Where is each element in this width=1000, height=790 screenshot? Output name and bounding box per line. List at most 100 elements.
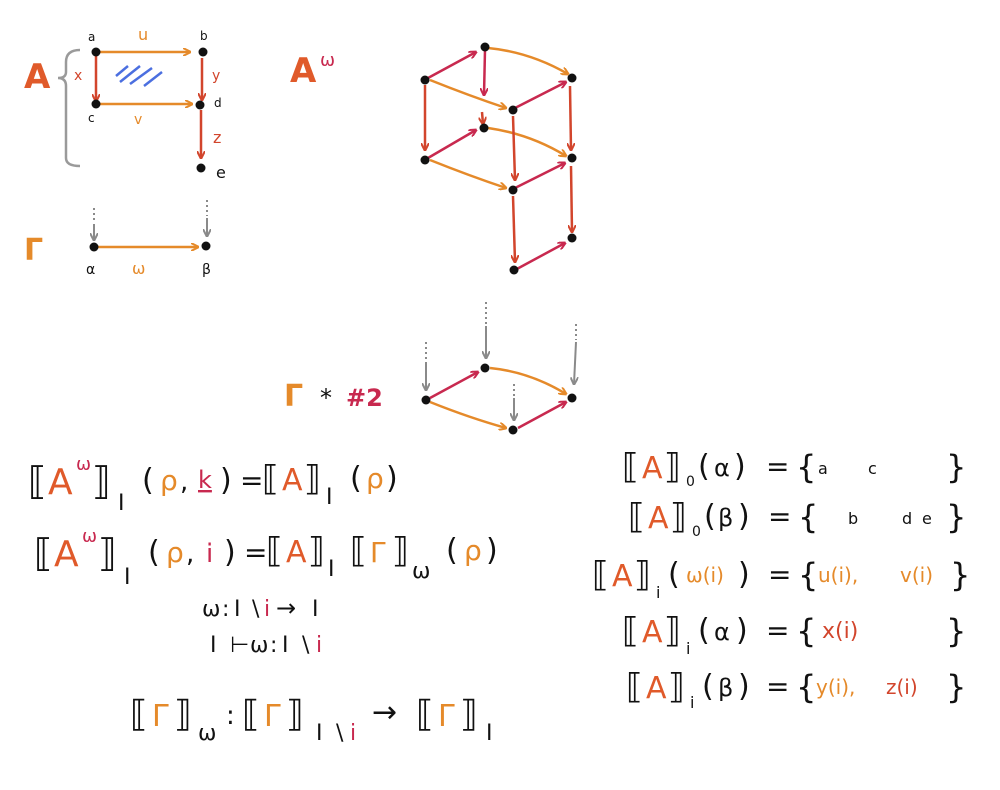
equation-1: ⟦ A ω ⟧ I ( ρ , k ) = ⟦ A ⟧ I ( ρ ) [28, 454, 398, 516]
svg-text:): ) [738, 557, 750, 592]
svg-text:A: A [286, 535, 307, 570]
svg-text:A: A [48, 462, 73, 503]
svg-text:k: k [198, 466, 212, 494]
svg-text::: : [222, 597, 229, 622]
vlabel-beta: β [202, 262, 211, 278]
svg-text:I: I [124, 565, 131, 590]
vertex-a [91, 47, 101, 57]
elabel-u: u [138, 25, 148, 44]
svg-text:): ) [738, 499, 750, 534]
c-edge-5 [514, 243, 565, 272]
svg-text:Γ: Γ [438, 699, 455, 734]
g2-v4 [508, 425, 518, 435]
elabel-x: x [74, 68, 82, 84]
svg-text:i: i [690, 693, 694, 712]
svg-text::: : [226, 701, 235, 731]
svg-text:⟧: ⟧ [670, 497, 687, 537]
svg-text:c: c [868, 459, 877, 478]
svg-text:⟧: ⟧ [98, 531, 117, 575]
svg-text:{: { [798, 498, 818, 536]
svg-text:i: i [686, 639, 690, 658]
label-star: * [320, 384, 332, 412]
r-edge-4 [482, 111, 483, 124]
vertex-d [195, 100, 205, 110]
vlabel-c: c [88, 111, 95, 125]
svg-text:i: i [206, 539, 213, 569]
r-edge-5 [513, 195, 515, 262]
svg-text:,: , [186, 539, 194, 569]
r-edge-6 [571, 165, 572, 232]
a-omega-diagram: A ω [290, 42, 577, 275]
svg-text:I: I [316, 721, 323, 746]
svg-text:⟦: ⟦ [130, 694, 148, 735]
v3-7 [567, 153, 577, 163]
vlabel-b: b [200, 29, 208, 43]
svg-text:y(i),: y(i), [816, 675, 855, 699]
g2-v1 [480, 363, 490, 373]
svg-text:0: 0 [692, 524, 701, 540]
v3-8 [508, 185, 518, 195]
svg-text:I: I [282, 633, 289, 658]
svg-text:β: β [718, 504, 733, 532]
brace [57, 48, 81, 168]
svg-text:\: \ [302, 633, 310, 658]
svg-text:\: \ [336, 721, 344, 746]
svg-text:): ) [220, 463, 232, 498]
svg-text:d: d [902, 509, 912, 528]
svg-text:⟦: ⟦ [266, 531, 283, 571]
svg-text:→: → [372, 695, 397, 730]
svg-text:): ) [734, 449, 746, 484]
label-A-omega: A [290, 51, 317, 91]
svg-text:⟦: ⟦ [592, 555, 609, 595]
right-eq-4: ⟦ A ⟧ i ( α ) = { x(i) } [622, 611, 966, 658]
svg-text:Γ: Γ [264, 699, 281, 734]
svg-text:a: a [818, 459, 828, 478]
right-eq-1: ⟦ A ⟧ 0 ( α ) = { a c } [622, 447, 966, 490]
svg-text:): ) [224, 535, 236, 570]
svg-text:): ) [738, 669, 750, 704]
svg-text:⟧: ⟧ [304, 459, 321, 499]
hatched-square [115, 65, 163, 87]
svg-text:I: I [312, 597, 319, 622]
svg-text:⟦: ⟦ [242, 694, 260, 735]
svg-text:(: ( [698, 613, 710, 648]
svg-text:⟧: ⟧ [308, 531, 325, 571]
r-edge-2 [513, 115, 515, 180]
o-edge-1 [487, 46, 568, 74]
svg-text:⟧: ⟧ [664, 447, 681, 487]
svg-text:{: { [796, 448, 816, 486]
svg-text:⟧: ⟧ [92, 459, 111, 503]
g2-orange-2 [429, 400, 506, 428]
o-edge-2 [429, 78, 506, 108]
svg-text:=: = [768, 500, 791, 533]
svg-text:v(i): v(i) [900, 563, 933, 587]
vlabel-a: a [88, 30, 95, 44]
svg-text:(: ( [142, 463, 154, 498]
svg-text:(: ( [668, 557, 680, 592]
svg-text:ω: ω [250, 633, 268, 658]
svg-text:β: β [718, 674, 733, 702]
o-edge-4 [429, 158, 506, 188]
typing-2: I ⊢ ω : I \ i [210, 633, 322, 658]
svg-text:I: I [328, 557, 335, 582]
label-Gamma2: Γ [284, 379, 303, 414]
svg-text:(: ( [704, 499, 716, 534]
g-arrow-3 [574, 341, 576, 384]
svg-text:Γ: Γ [370, 536, 386, 569]
svg-text:{: { [796, 612, 816, 650]
svg-text:(: ( [702, 669, 714, 704]
vertex-c [91, 99, 101, 109]
svg-text:b: b [848, 509, 858, 528]
svg-text:⟧: ⟧ [286, 694, 304, 735]
right-eq-2: ⟦ A ⟧ 0 ( β ) = { b d e } [628, 497, 966, 540]
svg-text:ρ: ρ [366, 462, 384, 495]
svg-text:⟦: ⟦ [622, 447, 639, 487]
svg-text:A: A [642, 615, 663, 650]
c-edge-2 [514, 82, 566, 110]
v3-1 [480, 42, 490, 52]
label-omega-sup: ω [320, 50, 335, 71]
svg-text:z(i): z(i) [886, 675, 918, 699]
svg-text:i: i [656, 583, 660, 602]
svg-text:⟦: ⟦ [34, 531, 53, 575]
